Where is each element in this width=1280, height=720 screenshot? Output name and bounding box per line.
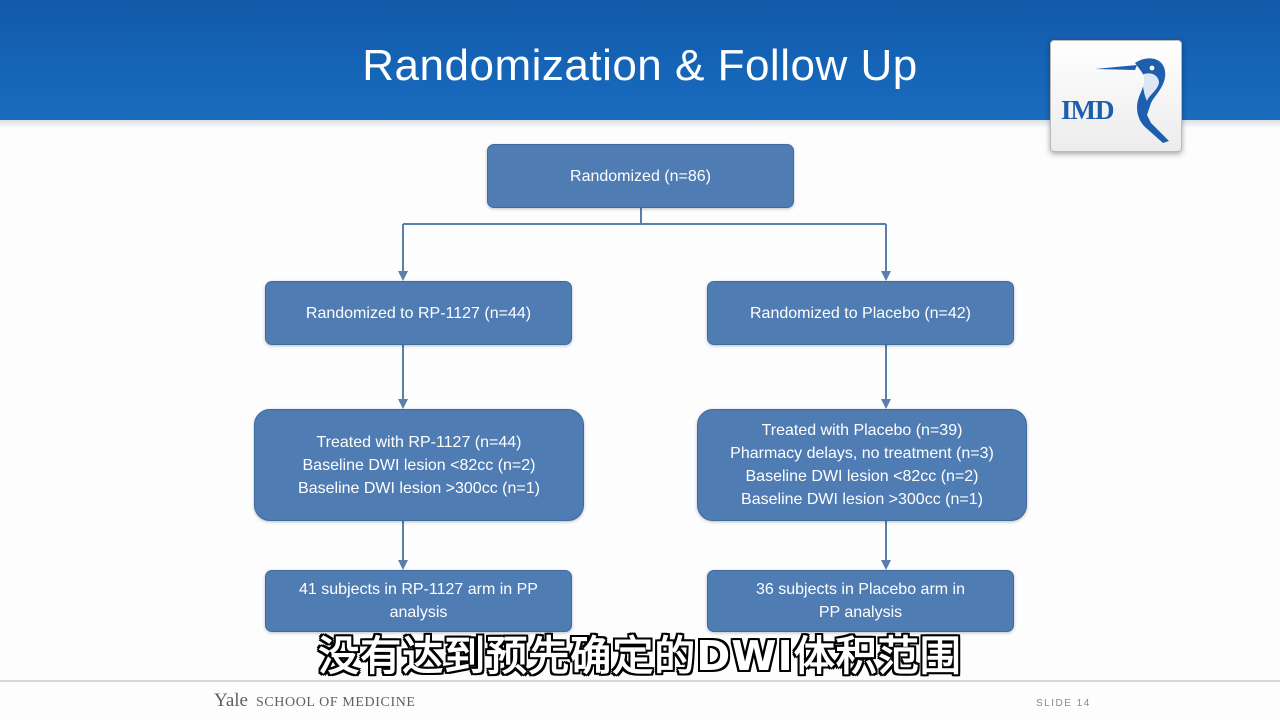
box-line: Baseline DWI lesion <82cc (n=2) [745, 468, 979, 485]
box-line: Baseline DWI lesion >300cc (n=1) [298, 479, 540, 497]
box-line: analysis [389, 604, 448, 621]
footer-branding: Yale SCHOOL OF MEDICINE [214, 690, 416, 712]
box-line: 41 subjects in RP-1127 arm in PP [299, 581, 538, 598]
slide-number: SLIDE 14 [1036, 698, 1091, 709]
randomized-total-box: Randomized (n=86) [487, 144, 794, 208]
logo-text: IMD [1061, 95, 1114, 125]
video-subtitle: 没有达到预先确定的DWI体积范围 [318, 632, 962, 680]
box-line: Baseline DWI lesion >300cc (n=1) [741, 491, 983, 508]
box-line: PP analysis [818, 604, 903, 621]
kingfisher-bird-icon [1095, 58, 1169, 143]
box-line: 36 subjects in Placebo arm in [756, 581, 965, 598]
box-label: Randomized (n=86) [570, 167, 711, 185]
rp1127-treatment-box: Treated with RP-1127 (n=44) Baseline DWI… [254, 409, 584, 521]
box-line: Baseline DWI lesion <82cc (n=2) [302, 456, 536, 474]
placebo-treatment-box: Treated with Placebo (n=39) Pharmacy del… [697, 409, 1027, 521]
slide-title: Randomization & Follow Up [362, 41, 918, 90]
imd-logo: IMD [1050, 40, 1182, 152]
box-label: Randomized to RP-1127 (n=44) [305, 304, 532, 322]
placebo-analysis-box: 36 subjects in Placebo arm in PP analysi… [707, 570, 1014, 632]
box-line: Pharmacy delays, no treatment (n=3) [730, 445, 994, 462]
box-line: Treated with RP-1127 (n=44) [316, 433, 522, 451]
footer-divider [0, 680, 1280, 682]
placebo-allocation-box: Randomized to Placebo (n=42) [707, 281, 1014, 345]
footer-yale: Yale [214, 690, 248, 711]
footer-school: SCHOOL OF MEDICINE [255, 695, 416, 710]
box-label: Randomized to Placebo (n=42) [749, 304, 972, 322]
rp1127-allocation-box: Randomized to RP-1127 (n=44) [265, 281, 572, 345]
rp1127-analysis-box: 41 subjects in RP-1127 arm in PP analysi… [265, 570, 572, 632]
banner-shadow [0, 120, 1280, 128]
box-line: Treated with Placebo (n=39) [761, 422, 963, 439]
